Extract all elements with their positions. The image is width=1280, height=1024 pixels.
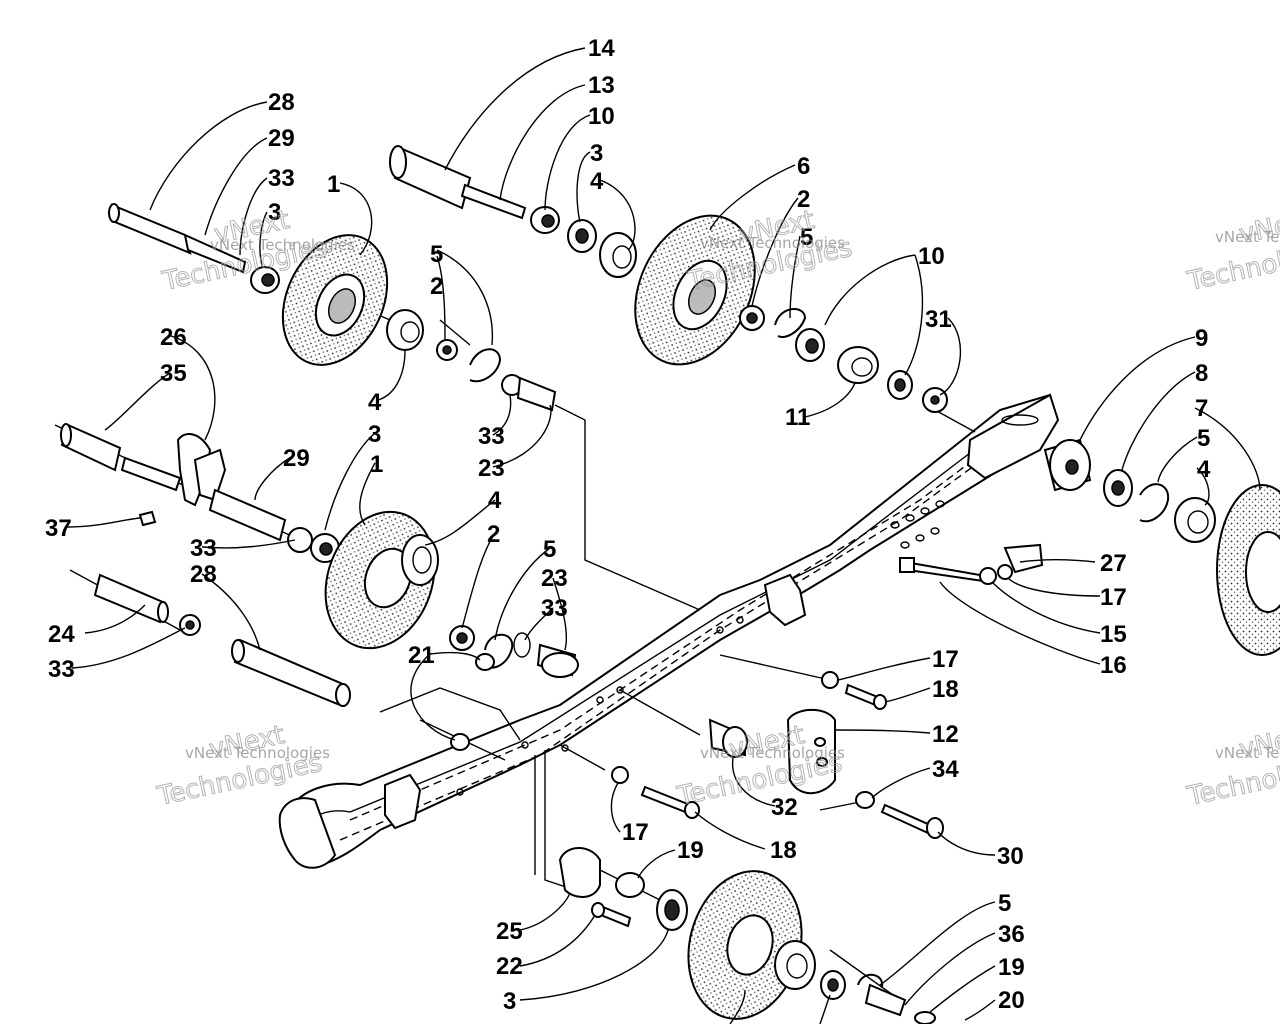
part-label: 21	[408, 642, 435, 669]
part-label: 2	[430, 273, 443, 300]
part-label: 29	[283, 445, 310, 472]
part-label: 3	[268, 199, 281, 226]
part-label: 2	[487, 521, 500, 548]
part-label: 22	[496, 953, 523, 980]
part-label: 33	[478, 423, 505, 450]
part-label: 29	[268, 125, 295, 152]
front-idler-shaft-assembly	[108, 203, 557, 412]
part-label: 17	[622, 819, 649, 846]
part-label: 11	[785, 404, 810, 431]
part-label: 20	[998, 987, 1025, 1014]
part-label: 31	[925, 306, 952, 333]
part-label: 6	[797, 153, 810, 180]
part-label: 10	[588, 103, 615, 130]
part-labels: 14 13 10 3 4 6 2 5 10 31 28 29 33 3 1 5 …	[45, 35, 1211, 1015]
part-label: 5	[800, 224, 813, 251]
part-label: 27	[1100, 550, 1127, 577]
part-label: 18	[770, 837, 797, 864]
part-label: 13	[588, 72, 615, 99]
part-label: 4	[1197, 456, 1211, 483]
part-label: 4	[488, 487, 502, 514]
leader-lines	[64, 47, 1261, 1024]
part-label: 33	[48, 656, 75, 683]
part-label: 25	[496, 918, 523, 945]
part-label: 4	[368, 389, 382, 416]
slide-rail-frame	[278, 393, 1060, 869]
part-label: 33	[268, 165, 295, 192]
part-label: 3	[368, 421, 381, 448]
part-label: 4	[590, 168, 604, 195]
watermark-caption: vNext Technologies	[1215, 228, 1280, 246]
middle-idler-shaft-assembly	[60, 423, 579, 678]
watermark-caption: vNext Technologies	[1215, 744, 1280, 762]
watermark-caption: vNext Technologies	[700, 744, 845, 762]
part-label: 17	[932, 646, 959, 673]
part-label: 12	[932, 721, 959, 748]
part-label: 32	[771, 794, 798, 821]
lower-shaft-assembly	[93, 573, 351, 707]
part-label: 33	[541, 595, 568, 622]
part-label: 35	[160, 360, 187, 387]
hardware	[450, 543, 1044, 839]
part-label: 9	[1195, 325, 1208, 352]
part-label: 26	[160, 324, 187, 351]
part-label: 23	[541, 565, 568, 592]
part-label: 3	[503, 988, 516, 1015]
part-label: 10	[918, 243, 945, 270]
part-label: 18	[932, 676, 959, 703]
part-label: 19	[677, 837, 704, 864]
part-label: 7	[1195, 395, 1208, 422]
part-label: 14	[588, 35, 615, 62]
watermark-caption: vNext Technologies	[700, 234, 845, 252]
part-label: 36	[998, 921, 1025, 948]
part-label: 17	[1100, 584, 1127, 611]
part-label: 37	[45, 515, 72, 542]
part-label: 23	[478, 455, 505, 482]
part-label: 8	[1195, 360, 1208, 387]
watermark-caption: vNext Technologies	[210, 236, 355, 254]
part-label: 34	[932, 756, 959, 783]
part-label: 3	[590, 140, 603, 167]
part-label: 5	[998, 890, 1011, 917]
part-label: 2	[797, 186, 810, 213]
part-label: 16	[1100, 652, 1127, 679]
part-label: 5	[430, 241, 443, 268]
watermark-caption: vNext Technologies	[185, 744, 330, 762]
rail-holes	[456, 500, 945, 796]
part-label: 33	[190, 535, 217, 562]
part-label: 28	[190, 561, 217, 588]
part-label: 19	[998, 954, 1025, 981]
part-label: 1	[370, 451, 383, 478]
rear-wheel-assembly	[1043, 438, 1280, 656]
part-label: 1	[327, 171, 340, 198]
part-label: 30	[997, 843, 1024, 870]
part-label: 5	[1197, 425, 1210, 452]
part-label: 15	[1100, 621, 1127, 648]
part-label: 5	[543, 536, 556, 563]
part-label: 24	[48, 621, 75, 648]
bottom-wheel-assembly	[558, 847, 936, 1024]
part-label: 28	[268, 89, 295, 116]
